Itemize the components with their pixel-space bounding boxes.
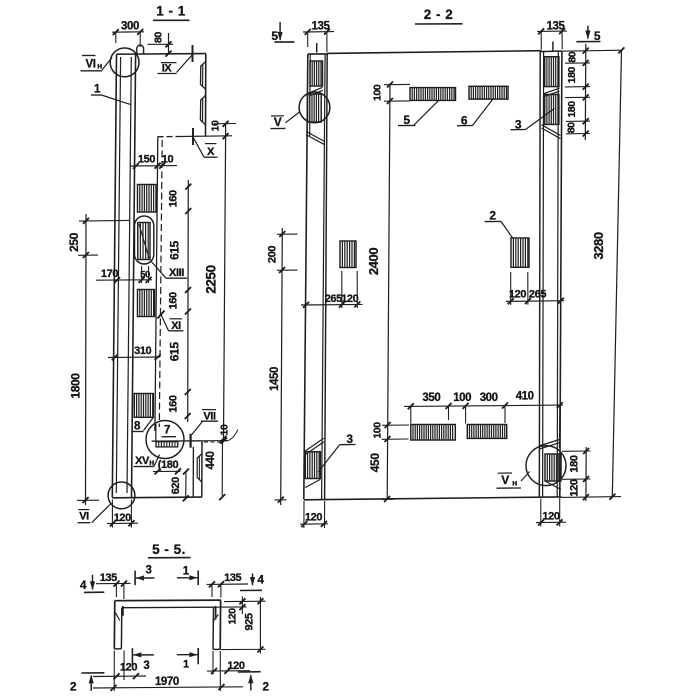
svg-text:135: 135 (224, 572, 241, 584)
svg-text:3280: 3280 (591, 232, 606, 259)
svg-text:120: 120 (569, 479, 581, 496)
svg-text:(180: (180 (158, 459, 179, 471)
svg-text:3: 3 (143, 660, 149, 672)
svg-text:н: н (512, 478, 517, 488)
svg-text:10: 10 (219, 424, 231, 435)
svg-text:135: 135 (547, 21, 566, 33)
svg-text:1970: 1970 (155, 676, 179, 688)
svg-text:VI: VI (79, 511, 89, 523)
svg-text:180: 180 (566, 66, 578, 83)
svg-text:350: 350 (422, 392, 440, 404)
svg-text:5: 5 (271, 29, 278, 43)
svg-text:1800: 1800 (69, 373, 83, 399)
svg-text:VII: VII (203, 410, 216, 422)
svg-text:160: 160 (168, 190, 180, 207)
svg-text:VI: VI (85, 59, 95, 71)
svg-text:100: 100 (372, 84, 384, 101)
svg-text:2 - 2: 2 - 2 (424, 7, 454, 22)
svg-text:5 - 5.: 5 - 5. (152, 542, 186, 557)
svg-text:2250: 2250 (204, 265, 219, 293)
svg-text:170: 170 (101, 268, 118, 280)
svg-text:2400: 2400 (366, 248, 381, 275)
svg-text:160: 160 (168, 395, 180, 412)
svg-text:7: 7 (164, 425, 170, 437)
svg-text:5: 5 (594, 29, 601, 43)
svg-text:2: 2 (489, 209, 496, 223)
svg-text:2: 2 (70, 680, 77, 694)
svg-text:4: 4 (257, 573, 264, 587)
svg-text:XV: XV (135, 455, 150, 467)
svg-text:120: 120 (227, 660, 244, 672)
svg-text:120: 120 (305, 512, 322, 524)
svg-text:н: н (149, 457, 154, 467)
svg-text:1 - 1: 1 - 1 (156, 4, 186, 19)
svg-text:620: 620 (170, 477, 182, 494)
svg-text:2: 2 (262, 680, 269, 694)
svg-text:150: 150 (138, 154, 155, 166)
svg-text:1: 1 (183, 659, 189, 671)
svg-text:615: 615 (168, 240, 182, 260)
svg-text:V: V (501, 473, 509, 487)
svg-text:3: 3 (146, 565, 152, 577)
svg-text:80: 80 (566, 122, 578, 133)
svg-text:н: н (97, 61, 102, 71)
svg-text:1450: 1450 (269, 367, 281, 391)
svg-text:440: 440 (205, 452, 217, 470)
svg-text:250: 250 (67, 232, 81, 252)
svg-text:6: 6 (461, 114, 468, 128)
svg-text:3: 3 (515, 118, 522, 132)
svg-text:50: 50 (140, 270, 150, 281)
svg-text:160: 160 (168, 292, 180, 309)
svg-text:410: 410 (516, 391, 534, 403)
svg-text:5: 5 (403, 113, 410, 127)
svg-text:X: X (207, 146, 215, 158)
svg-text:8: 8 (134, 421, 141, 433)
svg-text:300: 300 (121, 21, 139, 33)
svg-text:925: 925 (243, 613, 255, 630)
svg-text:80: 80 (153, 32, 165, 43)
svg-text:V: V (274, 115, 282, 129)
svg-text:1: 1 (94, 82, 101, 96)
svg-text:120: 120 (114, 512, 131, 524)
svg-text:120: 120 (341, 293, 358, 305)
svg-text:120: 120 (120, 662, 137, 674)
svg-text:3: 3 (346, 432, 353, 446)
svg-text:200: 200 (266, 246, 278, 263)
svg-text:4: 4 (80, 578, 87, 592)
svg-text:180: 180 (569, 455, 581, 472)
svg-text:120: 120 (509, 289, 526, 301)
svg-text:XIII: XIII (169, 267, 184, 279)
svg-text:100: 100 (372, 422, 384, 439)
svg-text:100: 100 (453, 392, 471, 404)
svg-text:180: 180 (566, 101, 578, 118)
svg-text:310: 310 (134, 345, 151, 357)
svg-text:10: 10 (210, 120, 222, 131)
svg-text:135: 135 (100, 572, 117, 584)
svg-text:135: 135 (312, 21, 331, 33)
svg-text:120: 120 (542, 511, 559, 523)
svg-text:300: 300 (480, 392, 498, 404)
svg-text:XI: XI (171, 320, 181, 332)
svg-text:IX: IX (162, 63, 173, 75)
svg-text:265: 265 (529, 289, 546, 301)
svg-text:80: 80 (567, 51, 579, 62)
svg-text:1: 1 (183, 566, 190, 578)
svg-text:265: 265 (325, 293, 342, 305)
svg-text:615: 615 (168, 342, 182, 362)
svg-text:450: 450 (368, 453, 382, 473)
svg-text:120: 120 (227, 608, 239, 625)
